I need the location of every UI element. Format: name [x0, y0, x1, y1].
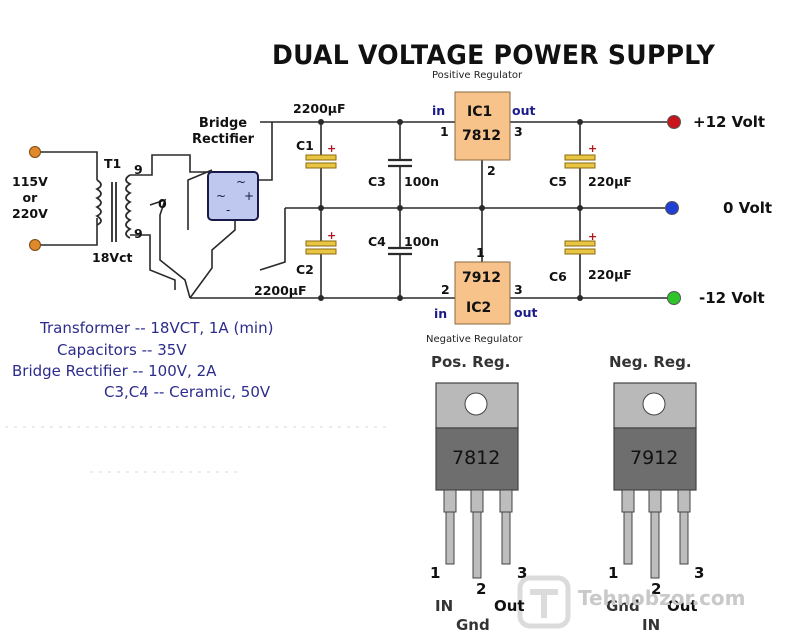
c1-plus: +	[327, 142, 337, 155]
neg-pin2: 2	[651, 580, 662, 598]
pos-regulator-package	[435, 382, 519, 579]
neg-regulator-package	[613, 382, 697, 579]
ic1-pin-in: 1	[440, 124, 449, 139]
ic2-in-label: in	[434, 306, 448, 321]
ic2-caption: Negative Regulator	[426, 334, 523, 345]
ic1-label: IC1	[467, 104, 493, 120]
spec-ceramic: C3,C4 -- Ceramic, 50V	[104, 383, 271, 401]
ic2-pin-gnd: 1	[476, 245, 485, 260]
spec-capacitors: Capacitors -- 35V	[57, 341, 187, 359]
negative-output-terminal	[667, 291, 681, 305]
ic1-pin-out: 3	[514, 124, 523, 139]
c5-plus: +	[588, 142, 598, 155]
ic1-in-label: in	[432, 103, 446, 118]
ac-input-terminal-bottom	[29, 239, 41, 251]
c4-name: C4	[368, 234, 386, 249]
neg-pin1-label: Gnd	[606, 597, 640, 615]
c5-name: C5	[549, 174, 567, 189]
svg-text:~: ~	[216, 189, 226, 203]
c1-value: 2200µF	[293, 101, 346, 116]
electrolytic-caps	[305, 154, 596, 255]
c2-name: C2	[296, 262, 314, 277]
ic1-body	[454, 91, 511, 161]
ic2-part: 7912	[462, 270, 501, 286]
ic1-part: 7812	[462, 128, 501, 144]
watermark-logo	[517, 575, 571, 629]
ic1-pin-gnd: 2	[487, 163, 496, 178]
tap-bottom: 9	[134, 226, 143, 241]
transformer-coils	[95, 174, 132, 242]
svg-text:-: -	[226, 203, 230, 217]
neg-pin3: 3	[694, 564, 705, 582]
pos-pin2-label: Gnd	[456, 616, 490, 634]
ic2-pin-out: 3	[514, 282, 523, 297]
positive-output-label: +12 Volt	[693, 113, 766, 131]
c2-plus: +	[327, 229, 337, 242]
negative-output-label: -12 Volt	[699, 289, 765, 307]
neg-reg-heading: Neg. Reg.	[609, 353, 692, 371]
pos-pin1-label: IN	[435, 597, 454, 615]
ic1-caption: Positive Regulator	[432, 70, 523, 81]
watermark-text: Tehnobzor.com	[578, 586, 746, 610]
transformer-name: T1	[104, 156, 122, 171]
pos-pin1: 1	[430, 564, 441, 582]
ic2-label: IC2	[466, 300, 492, 316]
stray-dots	[5, 426, 390, 473]
pos-pin2: 2	[476, 580, 487, 598]
svg-text:+: +	[244, 189, 254, 203]
neg-reg-part: 7912	[630, 447, 679, 469]
ac-input-label: 115V or 220V	[12, 174, 48, 221]
c5-value: 220µF	[588, 174, 632, 189]
svg-text:~: ~	[236, 175, 246, 189]
spec-bridge: Bridge Rectifier -- 100V, 2A	[12, 362, 217, 380]
c6-name: C6	[549, 269, 567, 284]
bridge-label: Bridge Rectifier	[192, 116, 255, 147]
ground-output-terminal	[665, 201, 679, 215]
ic2-pin-in: 2	[441, 282, 450, 297]
c2-value: 2200µF	[254, 283, 307, 298]
c3-value: 100n	[404, 174, 439, 189]
ceramic-caps	[388, 158, 412, 256]
c1-name: C1	[296, 138, 314, 153]
pos-reg-heading: Pos. Reg.	[431, 353, 511, 371]
spec-transformer: Transformer -- 18VCT, 1A (min)	[40, 319, 274, 337]
tap-top: 9	[134, 162, 143, 177]
neg-pin2-label: IN	[642, 616, 661, 634]
positive-output-terminal	[667, 115, 681, 129]
ground-output-label: 0 Volt	[723, 199, 773, 217]
page-title: DUAL VOLTAGE POWER SUPPLY	[272, 40, 716, 71]
ic1-out-label: out	[512, 103, 536, 118]
junctions	[318, 119, 583, 301]
ic2-body	[454, 261, 511, 325]
pos-pin3-label: Out	[494, 597, 525, 615]
neg-pin3-label: Out	[667, 597, 698, 615]
neg-pin1: 1	[608, 564, 619, 582]
pos-reg-part: 7812	[452, 447, 501, 469]
ac-input-terminal-top	[29, 146, 41, 158]
transformer-rating: 18Vct	[92, 250, 133, 265]
c6-plus: +	[588, 230, 598, 243]
c4-value: 100n	[404, 234, 439, 249]
c6-value: 220µF	[588, 267, 632, 282]
c3-name: C3	[368, 174, 386, 189]
tap-center: 0	[158, 196, 167, 211]
bridge-rectifier-icon: ~ ~ + -	[207, 171, 259, 221]
ic2-out-label: out	[514, 305, 538, 320]
pos-pin3: 3	[517, 564, 528, 582]
